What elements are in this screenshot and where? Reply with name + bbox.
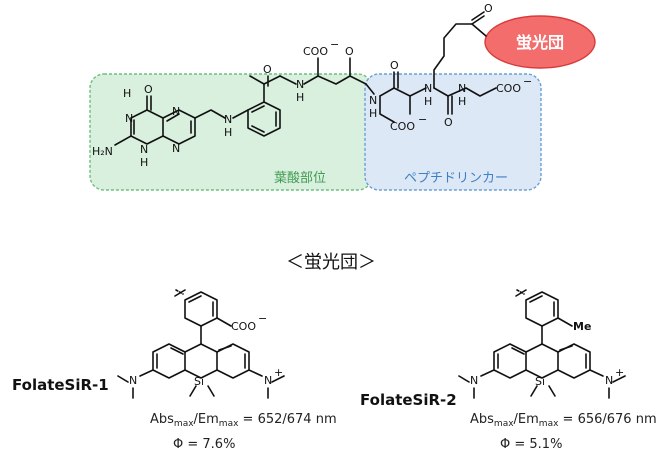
linker-asp-coo: COO: [390, 120, 415, 133]
linker-region-label: ペプチドリンカー: [404, 171, 508, 186]
pterin-n5: N: [172, 142, 180, 155]
linker-oxygen2: O: [444, 116, 453, 129]
benzoyl-oxygen: O: [263, 63, 272, 76]
dye2-quantum-yield: Φ = 5.1%: [500, 437, 562, 452]
glu-nh-h: H: [296, 91, 304, 104]
pterin-n3: N: [172, 105, 180, 118]
pterin-n1: N: [125, 112, 133, 125]
linker-asp-coo-charge: −: [418, 113, 427, 126]
dye2-right-n-charge: +: [615, 366, 624, 379]
dye1-quantum-yield: Φ = 7.6%: [173, 437, 235, 452]
section-heading: ＜蛍光団＞: [286, 252, 376, 273]
dye2-left-n: N: [470, 374, 478, 387]
amine-h: H: [224, 126, 232, 139]
ketone-oxygen: O: [484, 2, 493, 15]
glu-coo: COO: [303, 45, 328, 58]
dye1-left-n: N: [129, 374, 137, 387]
dye1-right-n: N: [264, 374, 272, 387]
linker-n3-h: H: [458, 95, 466, 108]
linker-oxygen1: O: [390, 59, 399, 72]
pterin-nh-top: H: [123, 87, 131, 100]
aminobenzoyl-structure: [232, 75, 281, 137]
pterin-structure: [114, 95, 226, 146]
linker-structure: [365, 11, 497, 123]
dye2-structure: [458, 289, 626, 399]
pterin-nh-h: H: [140, 156, 148, 169]
dye1-structure: [117, 289, 285, 399]
dye2-me: Me: [573, 320, 591, 333]
glu-coo-charge: −: [330, 38, 339, 51]
dye2-si: Si: [535, 375, 545, 388]
amine-n: N: [224, 113, 232, 126]
linker-n1: N: [369, 94, 377, 107]
linker-region-box: [364, 73, 542, 191]
dye1-name: FolateSiR-1: [12, 376, 109, 394]
glu-nh: N: [296, 78, 304, 91]
dye1-si: Si: [194, 375, 204, 388]
pterin-oxygen: O: [144, 83, 153, 96]
pterin-nh: N: [140, 143, 148, 156]
glu-oxygen: O: [345, 45, 354, 58]
folate-region-label: 葉酸部位: [274, 171, 326, 186]
pterin-amine: H₂N: [92, 145, 113, 158]
dye2-right-n: N: [605, 374, 613, 387]
dye1-coo-charge: −: [258, 312, 267, 325]
fluorophore-label: 蛍光団: [516, 33, 564, 52]
linker-gly-coo-charge: −: [523, 75, 532, 88]
linker-gly-coo: COO: [496, 82, 521, 95]
linker-n2: N: [424, 82, 432, 95]
dye1-abs-em: Absmax/Emmax = 652/674 nm: [150, 412, 337, 429]
fluorophore-ellipse: [484, 15, 596, 69]
dye1-coo: COO: [231, 320, 256, 333]
folate-region-box: [89, 73, 373, 191]
linker-n1-h: H: [369, 107, 377, 120]
dye2-name: FolateSiR-2: [360, 391, 457, 409]
dye2-abs-em: Absmax/Emmax = 656/676 nm: [470, 412, 657, 429]
dye1-right-n-charge: +: [274, 366, 283, 379]
linker-n2-h: H: [424, 95, 432, 108]
glutamate-structure: [279, 57, 367, 85]
linker-n3: N: [458, 82, 466, 95]
